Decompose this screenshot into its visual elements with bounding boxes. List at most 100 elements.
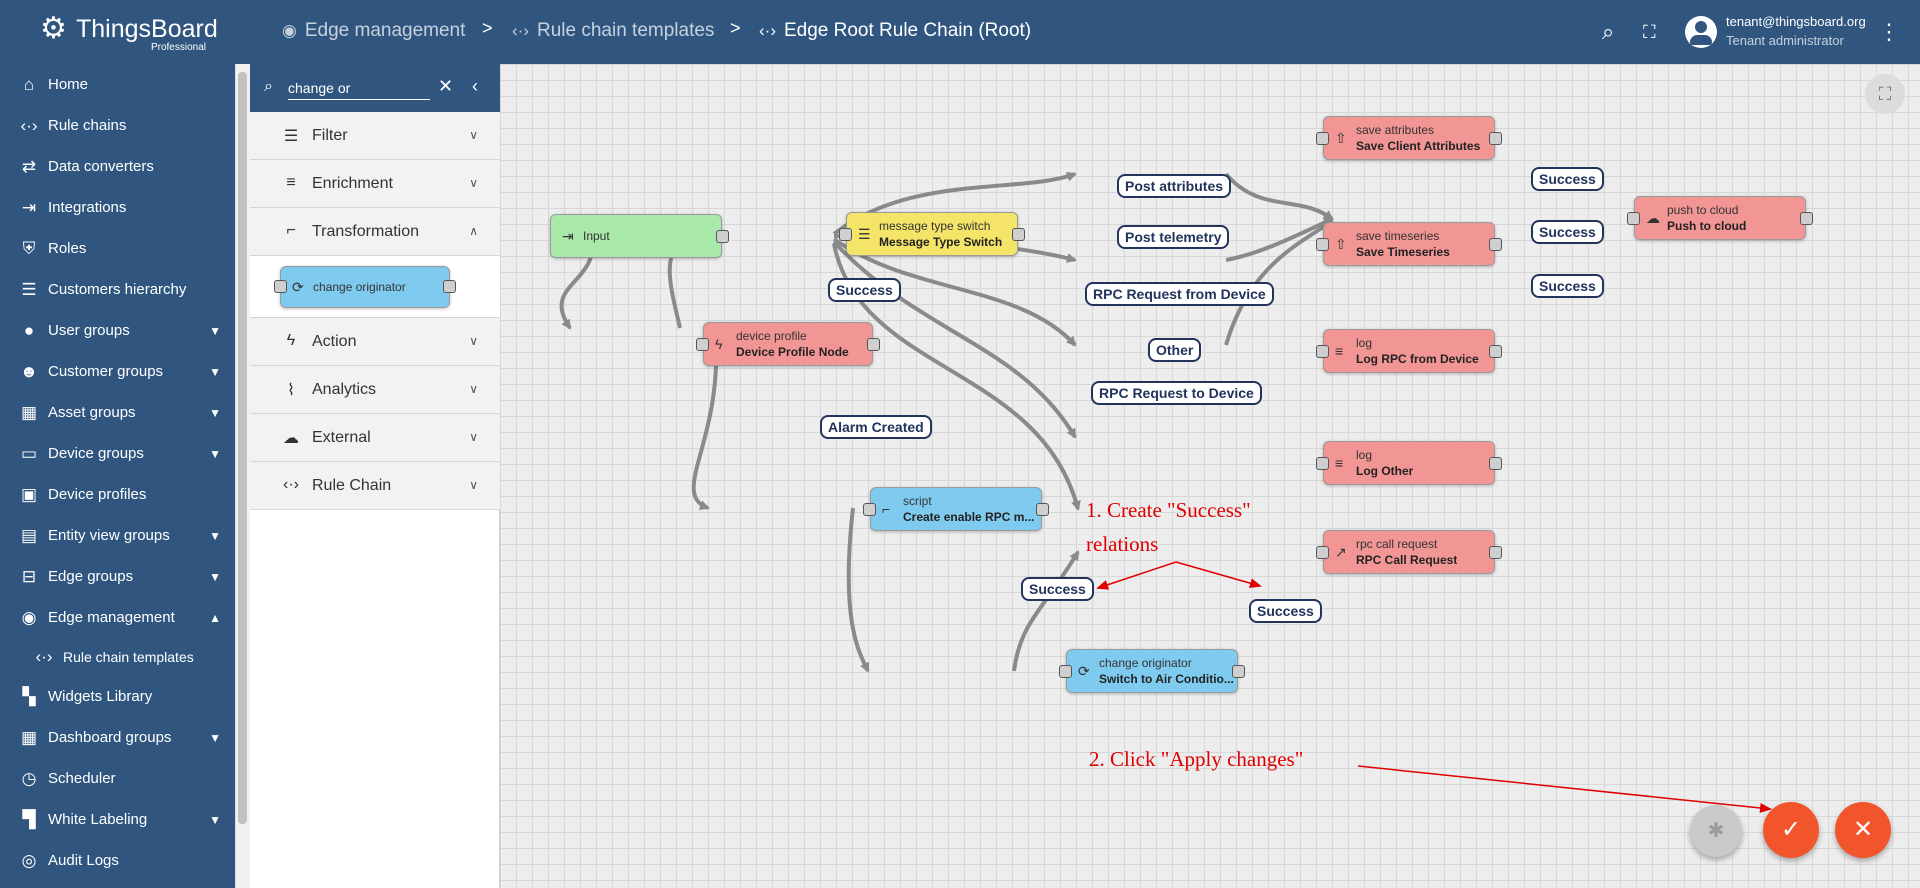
- node-input-port[interactable]: [1316, 132, 1329, 145]
- breadcrumb-rule-chain-templates[interactable]: ‹·› Rule chain templates: [512, 20, 714, 42]
- sidebar-item-roles[interactable]: ⛨ Roles: [0, 228, 235, 269]
- node-input-port[interactable]: [839, 228, 852, 241]
- sidebar-item-customer-groups[interactable]: ☻ Customer groups ▼: [0, 351, 235, 392]
- sidebar-item-dashboard-groups[interactable]: ▦ Dashboard groups ▼: [0, 717, 235, 758]
- avatar[interactable]: [1685, 16, 1717, 48]
- edge-label-rpc-from-device[interactable]: RPC Request from Device: [1085, 282, 1274, 306]
- sidebar-item-white-labeling[interactable]: ▜ White Labeling ▼: [0, 799, 235, 840]
- sidebar-item-entity-view-groups[interactable]: ▤ Entity view groups ▼: [0, 515, 235, 556]
- node-output-port[interactable]: [1489, 345, 1502, 358]
- decline-changes-button[interactable]: ✕: [1835, 802, 1891, 858]
- node-output-port[interactable]: [1489, 546, 1502, 559]
- node-push-to-cloud[interactable]: ☁ push to cloud Push to cloud: [1627, 196, 1813, 240]
- node-input-port[interactable]: [1316, 546, 1329, 559]
- fullscreen-icon[interactable]: ⛶: [1643, 22, 1656, 42]
- sidebar-item-user-groups[interactable]: ● User groups ▼: [0, 310, 235, 351]
- edge-label-success[interactable]: Success: [1531, 220, 1604, 244]
- sidebar-item-label: Rule chain templates: [63, 649, 194, 665]
- node-output-port[interactable]: [716, 230, 729, 243]
- node-input-port[interactable]: [1316, 238, 1329, 251]
- node-log-rpc-from-device[interactable]: ≡ log Log RPC from Device: [1316, 329, 1502, 373]
- annotation-arrow-apply: [1357, 765, 1772, 813]
- node-output-port[interactable]: [1800, 212, 1813, 225]
- node-output-port[interactable]: [1036, 503, 1049, 516]
- node-input-port[interactable]: [1316, 457, 1329, 470]
- edge-label-success[interactable]: Success: [1249, 599, 1322, 623]
- palette-category-filter[interactable]: ☰ Filter ∨: [250, 112, 500, 160]
- edge-save-ts-to-push: [1225, 217, 1334, 262]
- edge-label-post-attributes[interactable]: Post attributes: [1117, 174, 1232, 198]
- apply-changes-button[interactable]: ✓: [1763, 802, 1819, 858]
- node-input-port[interactable]: [863, 503, 876, 516]
- format-paint-icon: ▜: [22, 809, 36, 829]
- node-output-port[interactable]: [1012, 228, 1025, 241]
- sidebar-item-device-groups[interactable]: ▭ Device groups ▼: [0, 433, 235, 474]
- edge-label-success[interactable]: Success: [1531, 167, 1604, 191]
- breadcrumb-edge-management[interactable]: ◉ Edge management: [282, 20, 465, 42]
- close-icon[interactable]: ✕: [438, 76, 454, 96]
- node-name: Switch to Air Conditio...: [1099, 672, 1234, 686]
- node-input-port[interactable]: [1316, 345, 1329, 358]
- sidebar-item-device-profiles[interactable]: ▣ Device profiles: [0, 474, 235, 515]
- edge-label-success[interactable]: Success: [1531, 274, 1604, 298]
- edge-label-rpc-to-device[interactable]: RPC Request to Device: [1091, 381, 1262, 405]
- sidebar-item-scheduler[interactable]: ◷ Scheduler: [0, 758, 235, 799]
- palette-category-transformation[interactable]: ⌐ Transformation ∧: [250, 208, 500, 256]
- edge-label-success[interactable]: Success: [828, 278, 901, 302]
- sidebar-item-edge-management[interactable]: ◉ Edge management ▲: [0, 597, 235, 638]
- palette-category-analytics[interactable]: ⌇ Analytics ∨: [250, 366, 500, 414]
- sidebar-item-audit-logs[interactable]: ◎ Audit Logs: [0, 840, 235, 881]
- palette-category-enrichment[interactable]: ≡ Enrichment ∨: [250, 160, 500, 208]
- edge-label-success[interactable]: Success: [1021, 577, 1094, 601]
- find-replace-icon: ⟳: [1078, 663, 1090, 679]
- cloud-upload-icon: ☁: [283, 430, 299, 447]
- rule-chain-icon: ‹·›: [759, 21, 776, 40]
- node-log-other[interactable]: ≡ log Log Other: [1316, 441, 1502, 485]
- sidebar-item-data-converters[interactable]: ⇄ Data converters: [0, 146, 235, 187]
- node-input-port[interactable]: [1627, 212, 1640, 225]
- palette-category-rule-chain[interactable]: ‹·› Rule Chain ∨: [250, 462, 500, 510]
- node-input-port[interactable]: [1059, 665, 1072, 678]
- sidebar-item-asset-groups[interactable]: ▦ Asset groups ▼: [0, 392, 235, 433]
- node-output-port[interactable]: [1489, 457, 1502, 470]
- canvas-fullscreen-icon[interactable]: ⛶: [1865, 74, 1905, 114]
- node-save-timeseries[interactable]: ⇧ save timeseries Save Timeseries: [1316, 222, 1502, 266]
- sidebar-item-integrations[interactable]: ⇥ Integrations: [0, 187, 235, 228]
- edge-label-post-telemetry[interactable]: Post telemetry: [1117, 225, 1230, 249]
- edge-label-alarm-created[interactable]: Alarm Created: [820, 415, 932, 439]
- sidebar-scrollbar-thumb[interactable]: [238, 72, 247, 824]
- node-save-attributes[interactable]: ⇧ save attributes Save Client Attributes: [1316, 116, 1502, 160]
- node-input[interactable]: ⇥ Input: [550, 214, 729, 258]
- annotation-step1-line2: relations: [1086, 532, 1159, 556]
- node-rpc-call-request[interactable]: ↗ rpc call request RPC Call Request: [1316, 530, 1502, 574]
- debug-button[interactable]: ✱: [1690, 805, 1742, 857]
- sidebar-item-home[interactable]: ⌂ Home: [0, 64, 235, 105]
- sidebar-item-widgets-library[interactable]: ▚ Widgets Library: [0, 676, 235, 717]
- node-input-port[interactable]: [696, 338, 709, 351]
- node-device-profile[interactable]: ϟ device profile Device Profile Node: [696, 322, 880, 366]
- more-menu-icon[interactable]: ⋮: [1878, 19, 1900, 44]
- palette-category-external[interactable]: ☁ External ∨: [250, 414, 500, 462]
- sidebar-item-customers-hierarchy[interactable]: ☰ Customers hierarchy: [0, 269, 235, 310]
- node-output-port[interactable]: [867, 338, 880, 351]
- palette-node-change-originator[interactable]: ⟳ change originator: [274, 266, 456, 308]
- node-message-type-switch[interactable]: ☰ message type switch Message Type Switc…: [839, 212, 1025, 256]
- palette-category-action[interactable]: ϟ Action ∨: [250, 318, 500, 366]
- node-change-originator[interactable]: ⟳ change originator Switch to Air Condit…: [1059, 649, 1245, 693]
- sidebar-item-edge-groups[interactable]: ⊟ Edge groups ▼: [0, 556, 235, 597]
- search-icon[interactable]: ⌕: [1602, 19, 1615, 44]
- sidebar-item-rule-chains[interactable]: ‹·› Rule chains: [0, 105, 235, 146]
- edge-label-other[interactable]: Other: [1148, 338, 1202, 362]
- node-script[interactable]: ⌐ script Create enable RPC m...: [863, 487, 1049, 531]
- rule-chain-canvas[interactable]: ⇥ Input ϟ device profile Device Profile …: [500, 64, 1920, 888]
- node-type: script: [903, 494, 932, 508]
- sidebar-item-rule-chain-templates[interactable]: ‹·› Rule chain templates: [0, 638, 235, 676]
- palette-category-label: Analytics: [312, 381, 377, 398]
- sidebar-item-label: Device profiles: [48, 486, 147, 503]
- chevron-left-icon[interactable]: ‹: [472, 76, 478, 96]
- node-output-port[interactable]: [1489, 238, 1502, 251]
- node-output-port[interactable]: [1232, 665, 1245, 678]
- app-logo[interactable]: ⚙ ThingsBoard Professional: [40, 14, 218, 54]
- node-output-port[interactable]: [1489, 132, 1502, 145]
- palette-search-input[interactable]: [288, 76, 430, 100]
